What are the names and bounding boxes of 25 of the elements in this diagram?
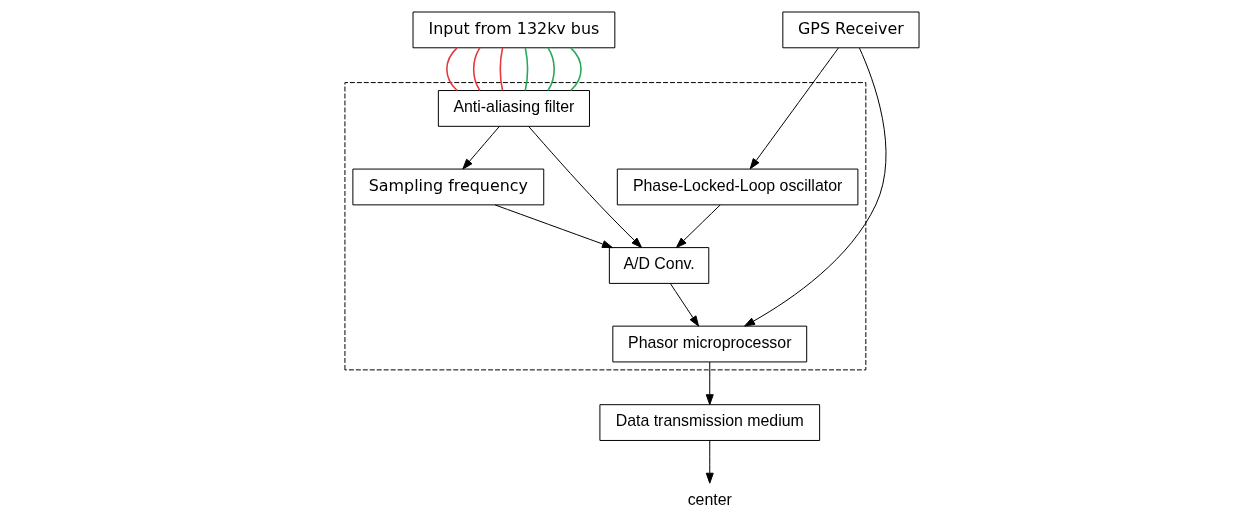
node-box: Input from 132kv bus bbox=[412, 11, 615, 49]
node-text: center bbox=[687, 490, 732, 508]
arrow bbox=[743, 47, 886, 327]
cluster bbox=[343, 82, 866, 371]
node-box: GPS Receiver bbox=[781, 11, 919, 49]
node-box: Sampling frequency bbox=[351, 168, 544, 206]
arrow bbox=[705, 361, 714, 406]
node-box: Data transmission medium bbox=[598, 404, 820, 441]
arrow bbox=[669, 283, 699, 327]
node-box: Phase-Locked-Loop oscillator bbox=[616, 168, 858, 206]
node-box: Phasor microprocessor bbox=[611, 325, 807, 363]
connector bbox=[499, 47, 503, 92]
connector bbox=[472, 47, 481, 92]
arrow bbox=[705, 440, 714, 484]
connector bbox=[524, 47, 528, 92]
connector bbox=[569, 47, 582, 92]
connector bbox=[445, 47, 458, 92]
node-box: A/D Conv. bbox=[608, 247, 709, 284]
arrow bbox=[494, 204, 613, 249]
connector bbox=[546, 47, 555, 92]
arrow bbox=[461, 125, 500, 170]
node-box: Anti-aliasing filter bbox=[437, 90, 590, 127]
arrow bbox=[675, 204, 721, 249]
arrow bbox=[749, 47, 839, 170]
arrow bbox=[527, 126, 642, 249]
